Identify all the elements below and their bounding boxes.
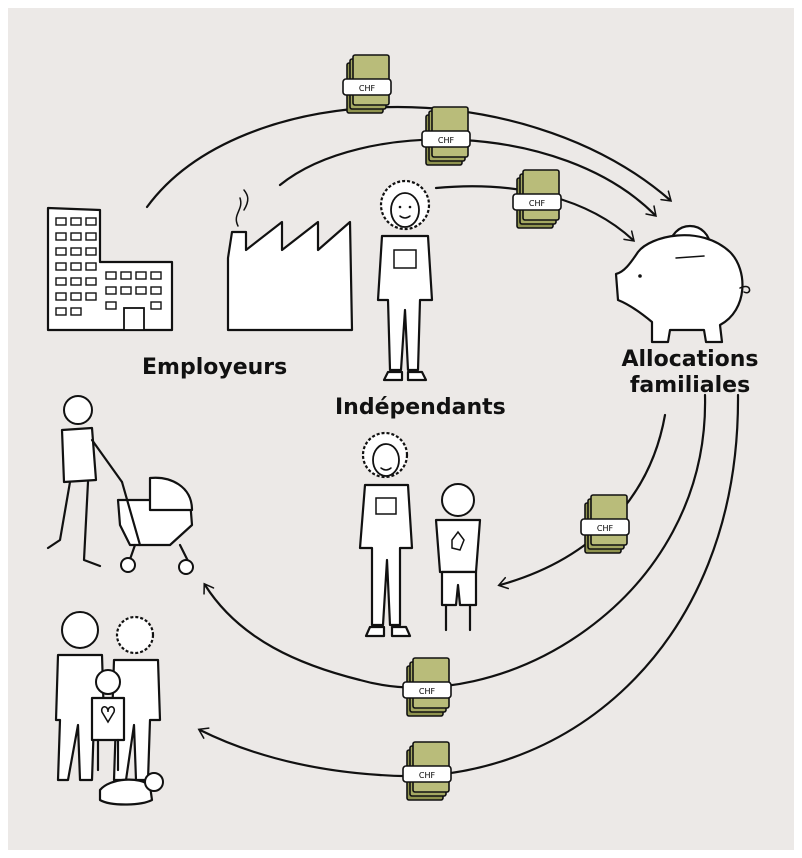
money-bundle-1: CHF bbox=[342, 54, 392, 114]
money-bundle-2: CHF bbox=[421, 106, 471, 166]
money-bundle-3: CHF bbox=[512, 169, 562, 229]
family-allowances-label: Allocations familiales bbox=[620, 347, 760, 399]
arrow-employers-to-fund bbox=[145, 106, 673, 209]
employers-label: Employeurs bbox=[142, 355, 288, 380]
arrow-fund-to-parent-child bbox=[497, 413, 667, 590]
bundle-label: CHF bbox=[419, 771, 436, 780]
parent-with-stroller-figure bbox=[46, 395, 194, 575]
independent-worker-figure bbox=[376, 179, 434, 382]
piggy-bank-icon bbox=[614, 224, 751, 344]
parent-and-child-figure bbox=[358, 431, 482, 638]
bundle-label: CHF bbox=[359, 84, 376, 93]
money-bundle-6: CHF bbox=[402, 741, 452, 801]
family-figure bbox=[54, 611, 164, 806]
family-allowances-label-line1: Allocations bbox=[621, 347, 759, 372]
factory-icon bbox=[226, 189, 354, 332]
independents-label: Indépendants bbox=[335, 395, 506, 420]
family-allowances-label-line2: familiales bbox=[629, 373, 751, 398]
bundle-label: CHF bbox=[529, 199, 546, 208]
bundle-label: CHF bbox=[597, 524, 614, 533]
money-bundle-4: CHF bbox=[580, 494, 630, 554]
bundle-label: CHF bbox=[438, 136, 455, 145]
bundle-label: CHF bbox=[419, 687, 436, 696]
money-bundle-5: CHF bbox=[402, 657, 452, 717]
office-building-icon bbox=[46, 206, 174, 332]
arrow-fund-to-family bbox=[197, 393, 740, 778]
